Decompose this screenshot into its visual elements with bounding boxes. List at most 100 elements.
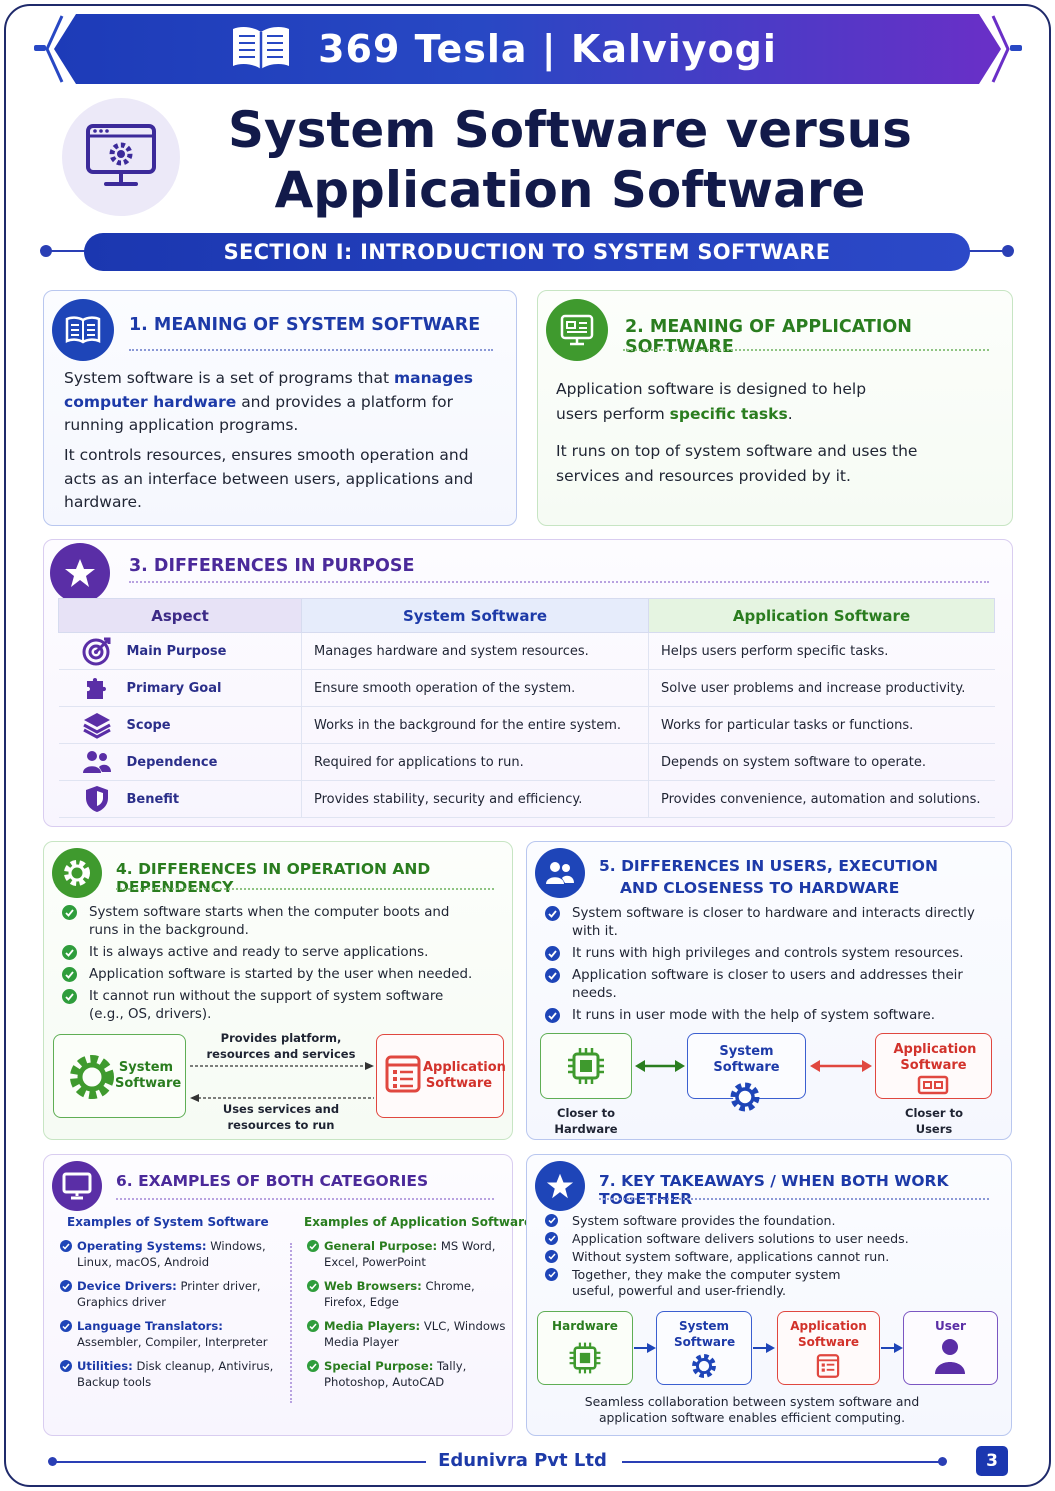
check-icon [545,1214,558,1227]
book-icon [65,316,101,344]
footer-company: Edunivra Pvt Ltd [438,1450,607,1471]
system-cell: Works in the background for the entire s… [301,706,649,744]
card7-bullet-list: System software provides the foundation.… [545,1213,945,1301]
page-title-line2: Application Software [274,161,866,219]
section-heading: SECTION I: INTRODUCTION TO SYSTEM SOFTWA… [84,233,970,271]
flow-application-software-box: Application Software [777,1311,880,1385]
application-cell: Works for particular tasks or functions. [648,706,995,744]
header-banner: 369 Tesla | Kalviyogi [54,14,1001,84]
application-cell: Provides convenience, automation and sol… [648,780,995,818]
gear-icon [692,1354,716,1378]
list-item: It runs with high privileges and control… [545,945,975,963]
footer-line-right [622,1461,942,1463]
card5-heading: 5. DIFFERENCES IN USERS, EXECUTION AND C… [599,857,938,897]
diagram-top-arrow-label: Provides platform, resources and service… [206,1031,356,1061]
check-icon [545,946,560,961]
card4-bullet-list: System software starts when the computer… [62,904,482,1028]
gear-icon [730,1082,760,1112]
list-item: System software is closer to hardware an… [545,905,975,941]
card1-heading: 1. MEANING OF SYSTEM SOFTWARE [129,315,481,335]
monitor-gear-icon [86,124,156,186]
application-window-icon [385,1055,421,1093]
section-dot-left [40,245,52,257]
check-icon [545,968,560,983]
card3-heading: 3. DIFFERENCES IN PURPOSE [129,556,415,576]
table-row: Primary Goal Ensure smooth operation of … [58,669,995,707]
application-window-icon [917,1075,949,1095]
system-examples-heading: Examples of System Software [67,1215,269,1229]
section-line-left [48,250,88,252]
card7-heading: 7. KEY TAKEAWAYS / WHEN BOTH WORK TOGETH… [599,1172,949,1208]
table-header-application: Application Software [648,598,995,633]
two-way-arrow-green [635,1060,685,1072]
table-header-system: System Software [301,598,649,633]
flow-arrow-1 [634,1343,656,1353]
diagram-application-software-box: Application Software [875,1033,992,1099]
check-icon [545,1250,558,1263]
shield-icon [85,786,108,812]
card2-badge [546,299,608,361]
list-item: Application software is closer to users … [545,967,975,1003]
flow-arrow-3 [881,1343,903,1353]
banner-left-chevron [45,15,64,83]
list-item: Together, they make the computer system … [545,1267,885,1299]
star-icon [65,559,95,587]
chip-icon [568,1048,604,1084]
aspect-label: Main Purpose [126,643,227,659]
card2-highlight: specific tasks [669,405,788,423]
card5-bullet-list: System software is closer to hardware an… [545,905,975,1029]
table-row: Dependence Required for applications to … [58,743,995,781]
caption-closer-to-hardware: Closer to Hardware [554,1106,618,1136]
check-icon [545,1008,560,1023]
card3-badge [50,543,110,603]
user-icon [935,1339,965,1374]
card5-badge [535,848,585,898]
open-book-icon [233,27,289,69]
chip-icon [569,1342,601,1374]
table-row: Benefit Provides stability, security and… [58,780,995,818]
diagram-double-arrows [190,1062,374,1102]
aspect-label: Scope [126,717,171,733]
application-cell: Helps users perform specific tasks. [648,632,995,670]
card2-paragraph1: Application software is designed to help… [556,380,867,423]
application-cell: Solve user problems and increase product… [648,669,995,707]
layers-icon [82,713,111,739]
check-icon [62,905,77,920]
card4-divider [116,888,494,890]
list-item: Without system software, applications ca… [545,1249,945,1265]
footer-dot-left [48,1457,57,1466]
list-item: It cannot run without the support of sys… [62,988,482,1024]
system-cell: Provides stability, security and efficie… [301,780,649,818]
footer-line-left [54,1461,426,1463]
card4-badge [52,848,102,898]
diagram-hardware-box [540,1033,632,1099]
banner-left-dash [34,45,46,51]
puzzle-icon [86,678,106,699]
caption-closer-to-users: Closer to Users [905,1106,963,1136]
gear-icon [64,860,90,886]
table-row: Scope Works in the background for the en… [58,706,995,744]
system-cell: Manages hardware and system resources. [301,632,649,670]
table-header-aspect: Aspect [58,598,302,633]
list-item: General Purpose: MS Word, Excel, PowerPo… [307,1238,507,1270]
banner-right-chevron [991,15,1010,83]
card1-divider [129,349,493,351]
list-item: Media Players: VLC, Windows Media Player [307,1318,507,1350]
card3-divider [129,581,989,583]
check-icon [60,1280,72,1292]
application-cell: Depends on system software to operate. [648,743,995,781]
card6-divider [116,1198,494,1200]
application-window-icon [816,1354,840,1378]
banner-title: 369 Tesla | Kalviyogi [318,27,777,71]
system-examples-list: Operating Systems: Windows, Linux, macOS… [60,1238,282,1398]
flow-arrow-2 [753,1343,775,1353]
card7-badge [535,1161,585,1211]
title-icon-circle [62,98,180,216]
aspect-label: Primary Goal [126,680,222,696]
diagram-application-software-box: Application Software [376,1034,506,1118]
footer-dot-right [938,1457,947,1466]
two-way-arrow-red [810,1060,872,1072]
card-system-software-meaning: 1. MEANING OF SYSTEM SOFTWARE System sof… [43,290,517,526]
list-item: Utilities: Disk cleanup, Antivirus, Back… [60,1358,282,1390]
card4-heading: 4. DIFFERENCES IN OPERATION AND DEPENDEN… [116,860,431,896]
